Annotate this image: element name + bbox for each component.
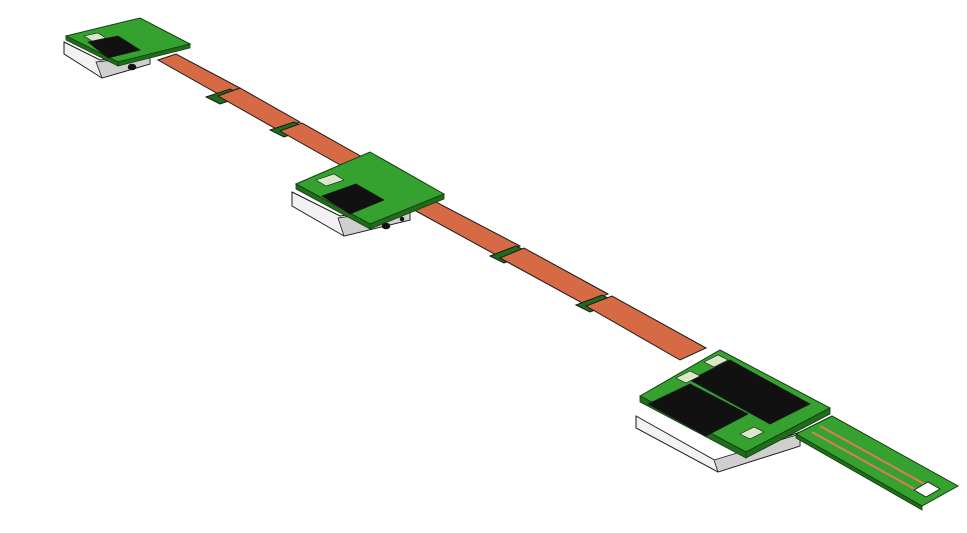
module-pad: [675, 370, 701, 384]
tail-trace: [811, 431, 921, 493]
tail-board-edge: [795, 433, 923, 511]
flex-segment: [156, 53, 242, 96]
module-board-edge: [117, 43, 191, 67]
flex-segment: [216, 87, 302, 131]
module-chip: [689, 359, 811, 425]
module-pad: [703, 354, 729, 368]
module-port-icon: [381, 222, 391, 230]
flex-segment: [584, 295, 708, 361]
module-led-icon: [399, 216, 405, 222]
module-port-icon: [127, 63, 137, 71]
connector-tail: [794, 415, 960, 511]
tail-contact-pad: [913, 481, 941, 498]
top-module: [63, 17, 192, 79]
tail-trace: [819, 425, 929, 487]
flex-segment: [498, 247, 610, 305]
module-chip: [321, 183, 385, 215]
module-board-edge: [745, 407, 831, 459]
flex-cable: [156, 53, 708, 361]
end-module: [635, 349, 832, 473]
module-board-edge: [369, 193, 445, 230]
middle-module: [291, 151, 446, 237]
module-chip: [87, 35, 142, 59]
module-chip: [647, 383, 749, 437]
module-pad: [739, 426, 765, 440]
module-pad: [83, 32, 107, 42]
module-pad: [315, 173, 345, 187]
flex-segment: [412, 201, 522, 257]
